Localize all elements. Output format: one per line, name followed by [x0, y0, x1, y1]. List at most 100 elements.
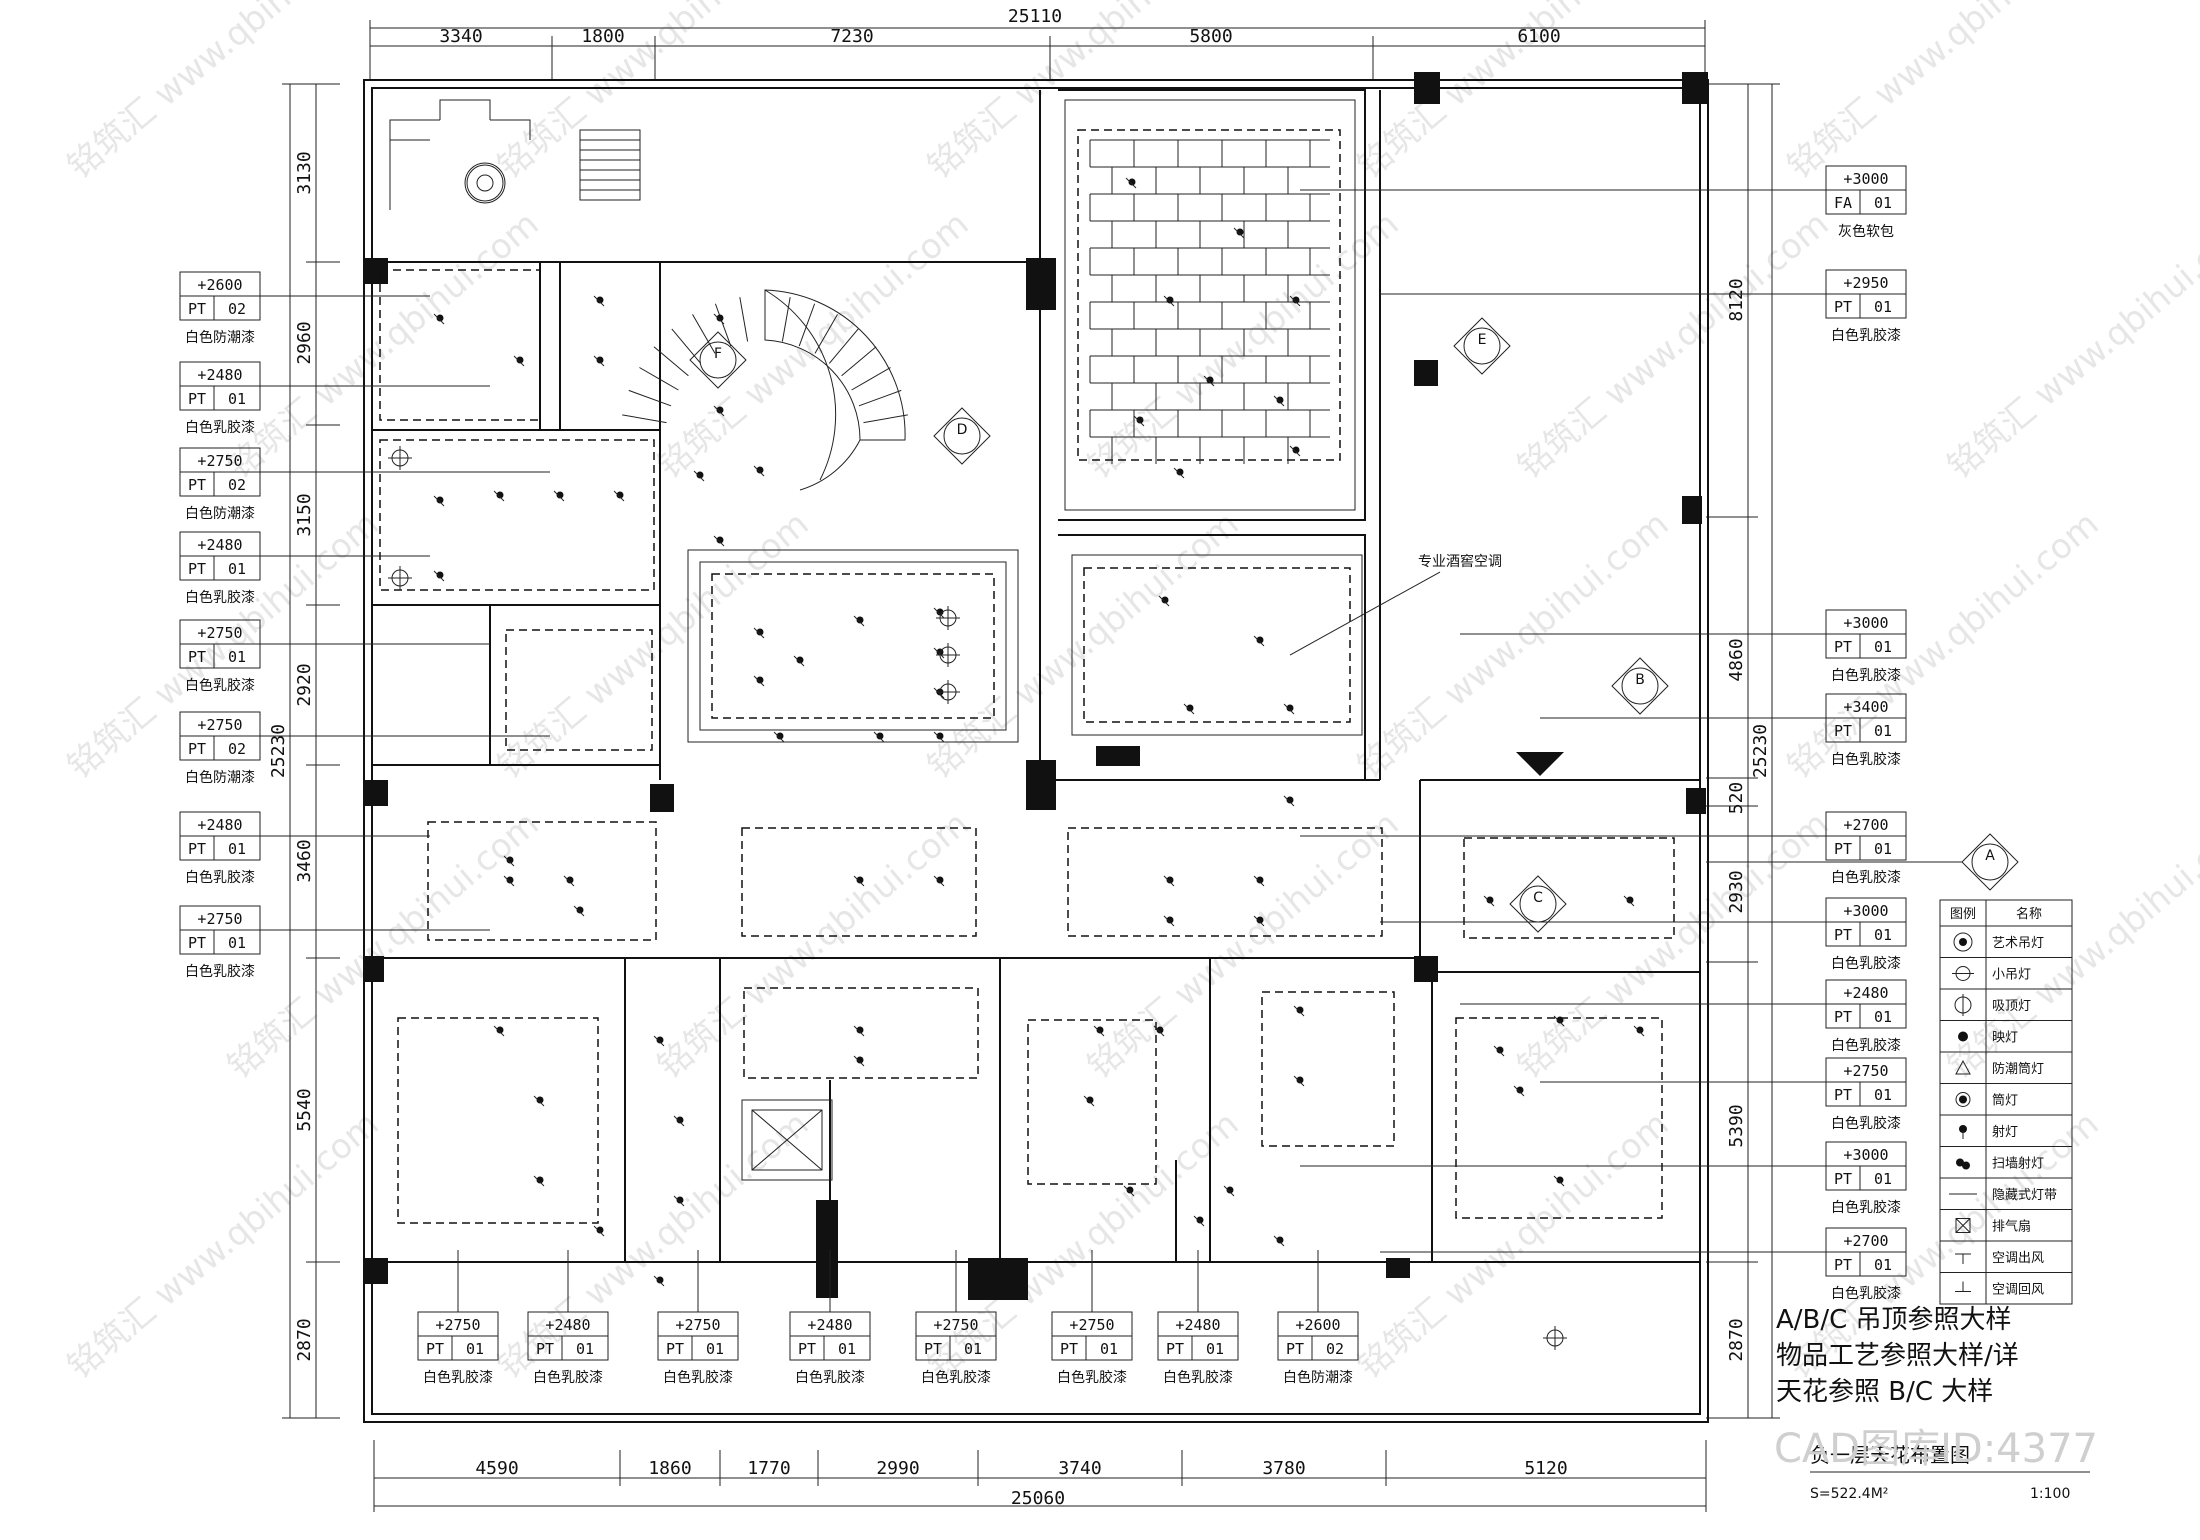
section-mark-A: A — [1961, 833, 2019, 891]
legend-item-name: 空调出风 — [1992, 1251, 2044, 1266]
tag-material-code: PT — [1166, 1340, 1184, 1358]
tag-material-note: 白色乳胶漆 — [1831, 869, 1901, 886]
tag-material-number: 02 — [228, 740, 246, 758]
top-dimension: 6100 — [1517, 26, 1560, 47]
light-fixture-icon — [713, 535, 725, 547]
spiral-staircase — [622, 289, 908, 491]
svg-text:C: C — [1533, 890, 1543, 906]
watermark-text: 铭筑汇 www.qbihui.com — [1940, 804, 2200, 1087]
tag-material-number: 01 — [1874, 840, 1892, 858]
tag-material-note: 白色乳胶漆 — [185, 677, 255, 694]
pendant-light-icon — [936, 606, 960, 630]
pendant-light-icon — [936, 680, 960, 704]
tag-material-note: 白色乳胶漆 — [1831, 1199, 1901, 1216]
top-dimension: 3340 — [439, 26, 482, 47]
light-fixture-icon — [753, 465, 765, 477]
legend-table: 图例 名称 艺术吊灯小吊灯吸顶灯映灯防潮筒灯筒灯射灯扫墙射灯隐藏式灯带排气扇空调… — [1939, 899, 2073, 1305]
bottom-dimension: 1860 — [648, 1458, 691, 1479]
tag-material-code: PT — [426, 1340, 444, 1358]
legend-item-name: 小吊灯 — [1992, 968, 2031, 983]
light-fixture-icon — [653, 1275, 665, 1287]
svg-text:E: E — [1478, 332, 1487, 348]
tag-height: +2480 — [197, 536, 242, 554]
left-dimension: 2870 — [294, 1318, 315, 1361]
section-mark-F: F — [689, 331, 747, 389]
pendant-light-icon — [1543, 1326, 1567, 1350]
tag-material-code: PT — [1834, 840, 1852, 858]
tag-height: +2700 — [1843, 1232, 1888, 1250]
top-dimension: 7230 — [830, 26, 873, 47]
light-fixture-icon — [933, 875, 945, 887]
light-fixture-icon — [1633, 1025, 1645, 1037]
light-fixture-icon — [1093, 1025, 1105, 1037]
section-mark-E: E — [1453, 317, 1511, 375]
legend-item-name: 筒灯 — [1992, 1093, 2018, 1109]
watermark-text: 铭筑汇 www.qbihui.com — [650, 804, 976, 1087]
tag-material-note: 白色乳胶漆 — [1831, 327, 1901, 344]
light-fixture-icon — [1623, 895, 1635, 907]
tag-material-note: 白色乳胶漆 — [1831, 1285, 1901, 1302]
watermark-text: 铭筑汇 www.qbihui.com — [60, 0, 386, 187]
tag-material-note: 白色乳胶漆 — [185, 589, 255, 606]
right-dimension: 4860 — [1726, 638, 1747, 681]
tag-material-note: 白色乳胶漆 — [1163, 1369, 1233, 1386]
tag-height: +2480 — [1843, 984, 1888, 1002]
tag-height: +2480 — [807, 1316, 852, 1334]
left-dimension: 3150 — [294, 493, 315, 536]
light-fixture-icon — [653, 1035, 665, 1047]
bottom-dimension: 3780 — [1262, 1458, 1305, 1479]
watermark-text: 铭筑汇 www.qbihui.com — [1780, 0, 2106, 187]
light-fixture-icon — [1273, 1235, 1285, 1247]
tag-material-code: PT — [1834, 638, 1852, 656]
light-fixture-icon — [433, 313, 445, 325]
light-fixture-icon — [493, 490, 505, 502]
light-fixture-icon — [513, 355, 525, 367]
tag-material-number: 01 — [576, 1340, 594, 1358]
exhaust-fan-icon — [1955, 1218, 1971, 1233]
section-mark-B: B — [1611, 657, 1669, 715]
tag-material-number: 01 — [228, 840, 246, 858]
legend-row: 筒灯 — [1940, 1092, 2072, 1116]
watermark-text: 铭筑汇 www.qbihui.com — [1080, 804, 1406, 1087]
can-light-icon — [1955, 1092, 1971, 1107]
tag-material-code: PT — [1286, 1340, 1304, 1358]
legend-row: 小吊灯 — [1940, 966, 2072, 990]
ac-return-icon — [1955, 1281, 1971, 1292]
watermark-text: 铭筑汇 www.qbihui.com — [1940, 204, 2200, 487]
right-dimension: 2870 — [1726, 1318, 1747, 1361]
top-dimension-chain: 25110 3340 1800 7230 5800 6100 — [369, 6, 1706, 80]
tag-height: +2750 — [197, 716, 242, 734]
tag-material-code: PT — [188, 390, 206, 408]
light-fixture-icon — [1289, 445, 1301, 457]
left-overall-dimension: 25230 — [268, 724, 289, 778]
tag-height: +2750 — [933, 1316, 978, 1334]
tag-material-code: PT — [798, 1340, 816, 1358]
tag-material-code: PT — [188, 840, 206, 858]
bottom-overall-dimension: 25060 — [1011, 1488, 1065, 1509]
light-fixture-icon — [1123, 1185, 1135, 1197]
tag-material-number: 01 — [1874, 722, 1892, 740]
watermark-text: 铭筑汇 www.qbihui.com — [650, 204, 976, 487]
watermark-text: 铭筑汇 www.qbihui.com — [1350, 1104, 1676, 1387]
tag-material-number: 01 — [1874, 638, 1892, 656]
tag-height: +2600 — [1295, 1316, 1340, 1334]
left-dimension: 2960 — [294, 321, 315, 364]
art-chandelier-icon — [1953, 932, 1973, 952]
tag-material-code: PT — [188, 560, 206, 578]
top-overall-dimension: 25110 — [1008, 6, 1062, 27]
light-fixture-icon — [1173, 467, 1185, 479]
title-block: 负一层天花布置图 S=522.4M² 1:100 CAD图库ID:4377 — [1774, 1426, 2098, 1502]
left-dimension: 3460 — [294, 839, 315, 882]
tag-material-number: 01 — [1874, 1086, 1892, 1104]
light-fixture-icon — [433, 570, 445, 582]
light-fixture-icon — [1293, 1075, 1305, 1087]
light-fixture-icon — [1293, 1005, 1305, 1017]
